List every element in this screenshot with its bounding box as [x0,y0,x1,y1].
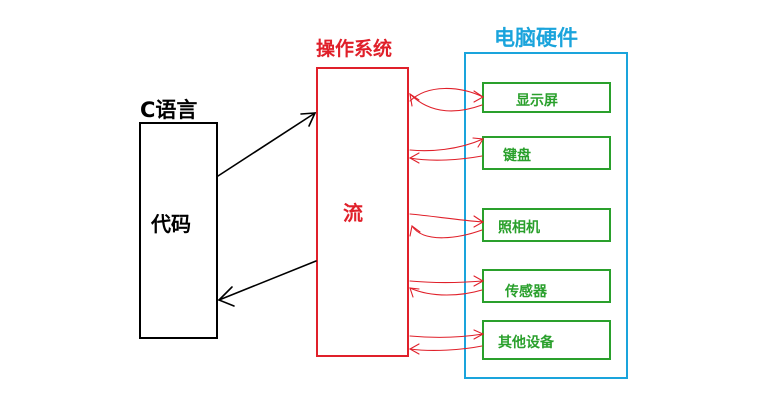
arrow-os-display-head [473,90,485,103]
arrow-keyboard-os-head [408,152,420,164]
arrow-keyboard-os [409,155,483,161]
stream-label: 流 [343,201,363,225]
device-box-camera [482,208,611,242]
arrow-os-to-code [218,260,317,301]
arrow-display-os-head [409,92,420,107]
arrow-code-to-os [217,112,316,177]
arrow-os-to-code-head [217,286,235,307]
arrow-other-os-head [408,343,420,355]
os-box [316,67,409,357]
arrow-os-camera-head [473,215,485,228]
arrow-os-sensor-head [473,275,485,287]
arrow-display-os [409,93,483,112]
device-box-sensor [482,269,611,303]
device-box-other [482,320,611,360]
device-label-camera: 照相机 [498,220,540,236]
arrow-os-other-head [473,329,485,340]
device-label-other: 其他设备 [498,335,554,351]
device-label-keyboard: 键盘 [503,148,531,164]
language-title: C语言 [140,98,198,122]
hardware-box [464,52,628,379]
code-box [139,122,218,339]
arrow-camera-os [411,225,483,239]
os-title: 操作系统 [316,38,393,60]
code-label: 代码 [151,212,191,236]
arrow-other-os [409,345,483,351]
arrow-os-keyboard [409,138,484,152]
arrow-os-camera [409,213,484,223]
arrow-sensor-os [409,287,483,296]
arrow-os-sensor [409,280,484,284]
hardware-title: 电脑硬件 [494,26,578,50]
arrow-os-display [409,87,484,102]
arrow-os-keyboard-head [472,137,484,148]
arrow-camera-os-head [409,225,421,237]
device-label-sensor: 传感器 [505,284,547,300]
device-label-display: 显示屏 [516,93,558,109]
device-box-keyboard [482,136,611,170]
arrow-os-other [409,333,484,338]
arrow-code-to-os-head [300,112,317,127]
arrow-sensor-os-head [409,287,420,298]
